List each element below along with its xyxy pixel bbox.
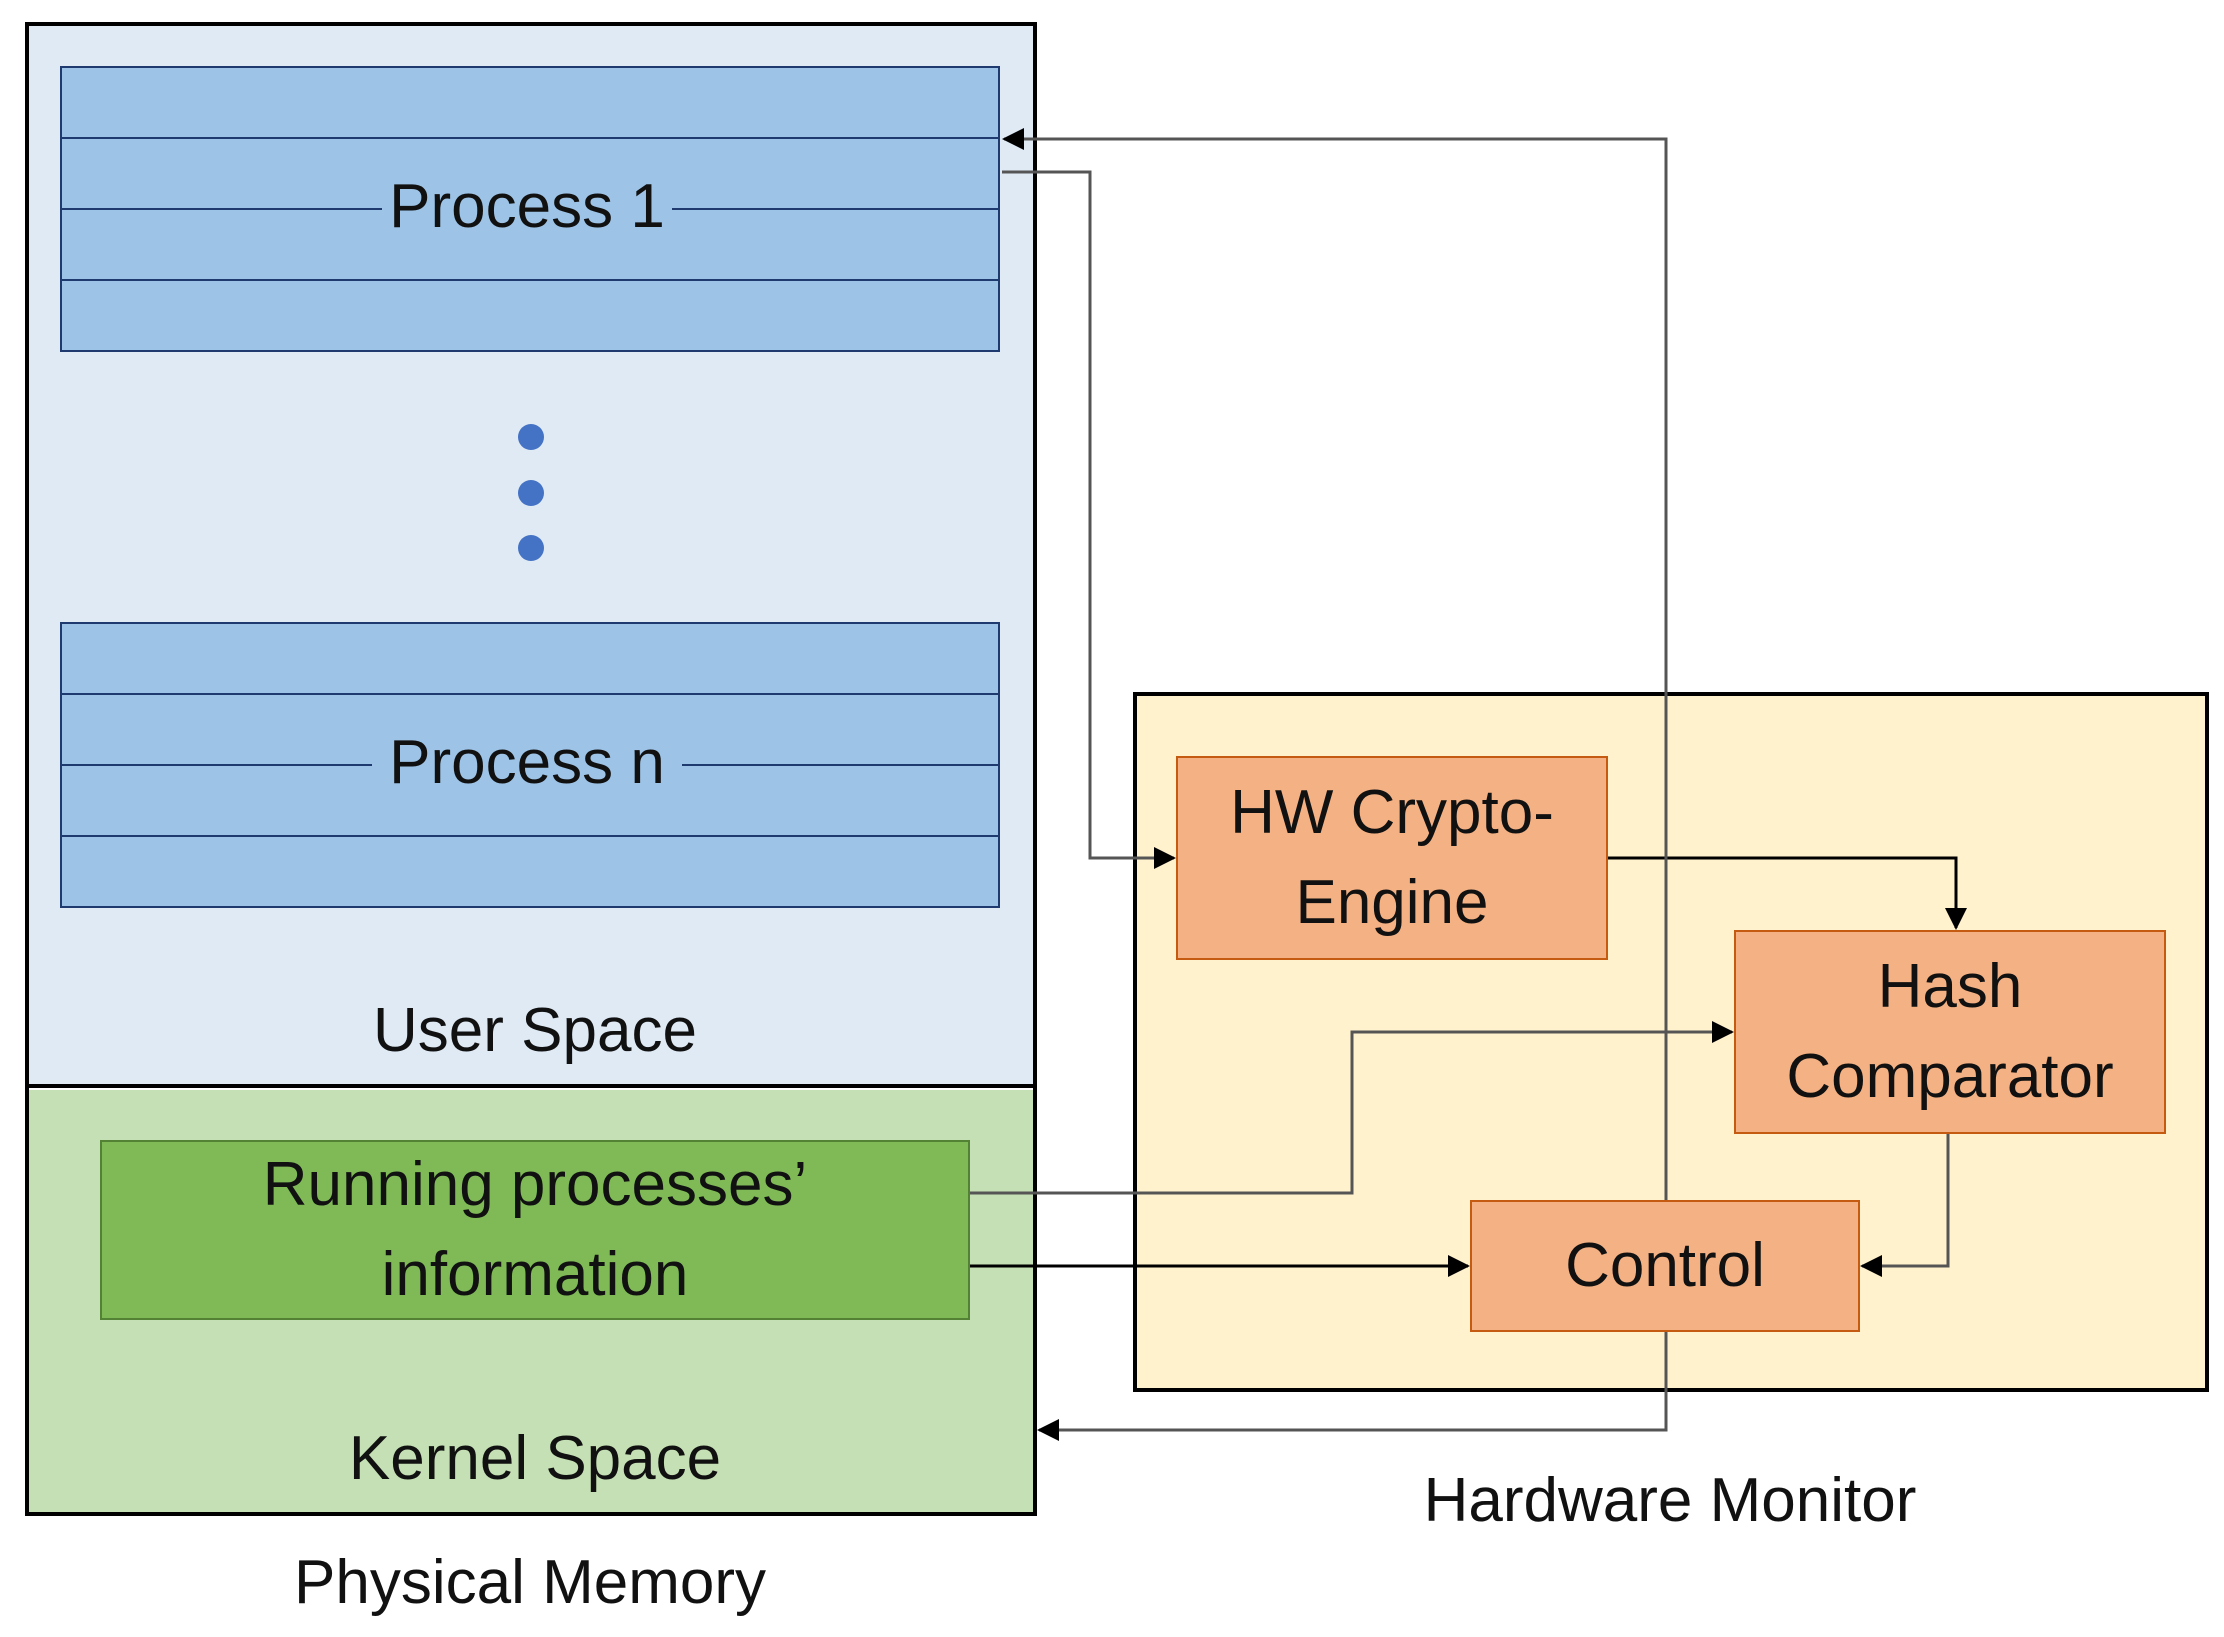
process-1-block: Process 1	[60, 66, 1000, 352]
running-processes-info-box: Running processes’ information	[100, 1140, 970, 1320]
process-n-block: Process n	[60, 622, 1000, 908]
kernel-space-label: Kernel Space	[348, 1424, 722, 1493]
info-to-hash-connector	[970, 1021, 1734, 1195]
process-n-label: Process n	[372, 730, 682, 796]
physical-memory-block	[25, 22, 1037, 1516]
process-to-crypto-connector	[1002, 170, 1176, 869]
process-1-label: Process 1	[382, 174, 672, 240]
crypto-to-hash-connector	[1608, 856, 1967, 930]
control-to-kernel-connector	[1037, 1332, 1668, 1441]
process-row-divider	[62, 835, 998, 837]
hardware-monitor-label: Hardware Monitor	[1423, 1466, 1917, 1535]
ellipsis-dot	[518, 535, 544, 561]
control-box: Control	[1470, 1200, 1860, 1332]
hash-to-control-connector	[1860, 1134, 1950, 1277]
physical-memory-label: Physical Memory	[294, 1548, 766, 1617]
hash-comparator-box: Hash Comparator	[1734, 930, 2166, 1134]
process-row-divider	[62, 693, 998, 695]
ellipsis-dot	[518, 480, 544, 506]
control-to-process-connector	[1002, 128, 1668, 1200]
process-row-divider	[62, 137, 998, 139]
user-kernel-divider	[29, 1084, 1033, 1088]
user-space-label: User Space	[373, 996, 697, 1065]
ellipsis-dot	[518, 424, 544, 450]
hw-crypto-engine-box: HW Crypto- Engine	[1176, 756, 1608, 960]
process-row-divider	[62, 279, 998, 281]
